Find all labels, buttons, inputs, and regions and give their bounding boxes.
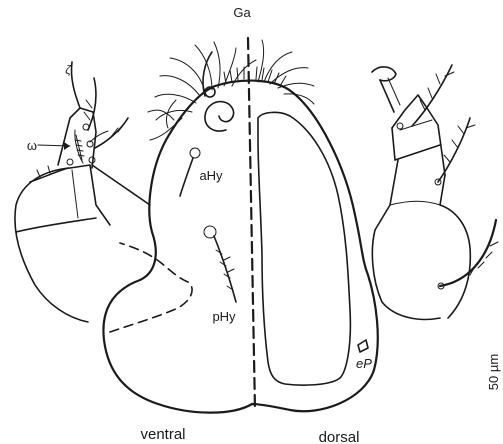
epipharyngeal-label: eP [356, 356, 372, 371]
left-palp [15, 62, 150, 322]
anterior-hypostomal-label: aHy [199, 168, 223, 183]
scale-bar-label: 50 µm [486, 354, 501, 390]
posterior-hypostomal-label: pHy [212, 309, 236, 324]
omega-label: ω [27, 138, 37, 153]
ventral-view-label: ventral [140, 426, 185, 443]
right-palp [372, 65, 498, 319]
galea-label: Ga [233, 5, 251, 20]
dorsal-view-label: dorsal [319, 429, 360, 444]
ventral-dashed-line [110, 243, 192, 332]
gnathosoma-body [103, 38, 377, 413]
